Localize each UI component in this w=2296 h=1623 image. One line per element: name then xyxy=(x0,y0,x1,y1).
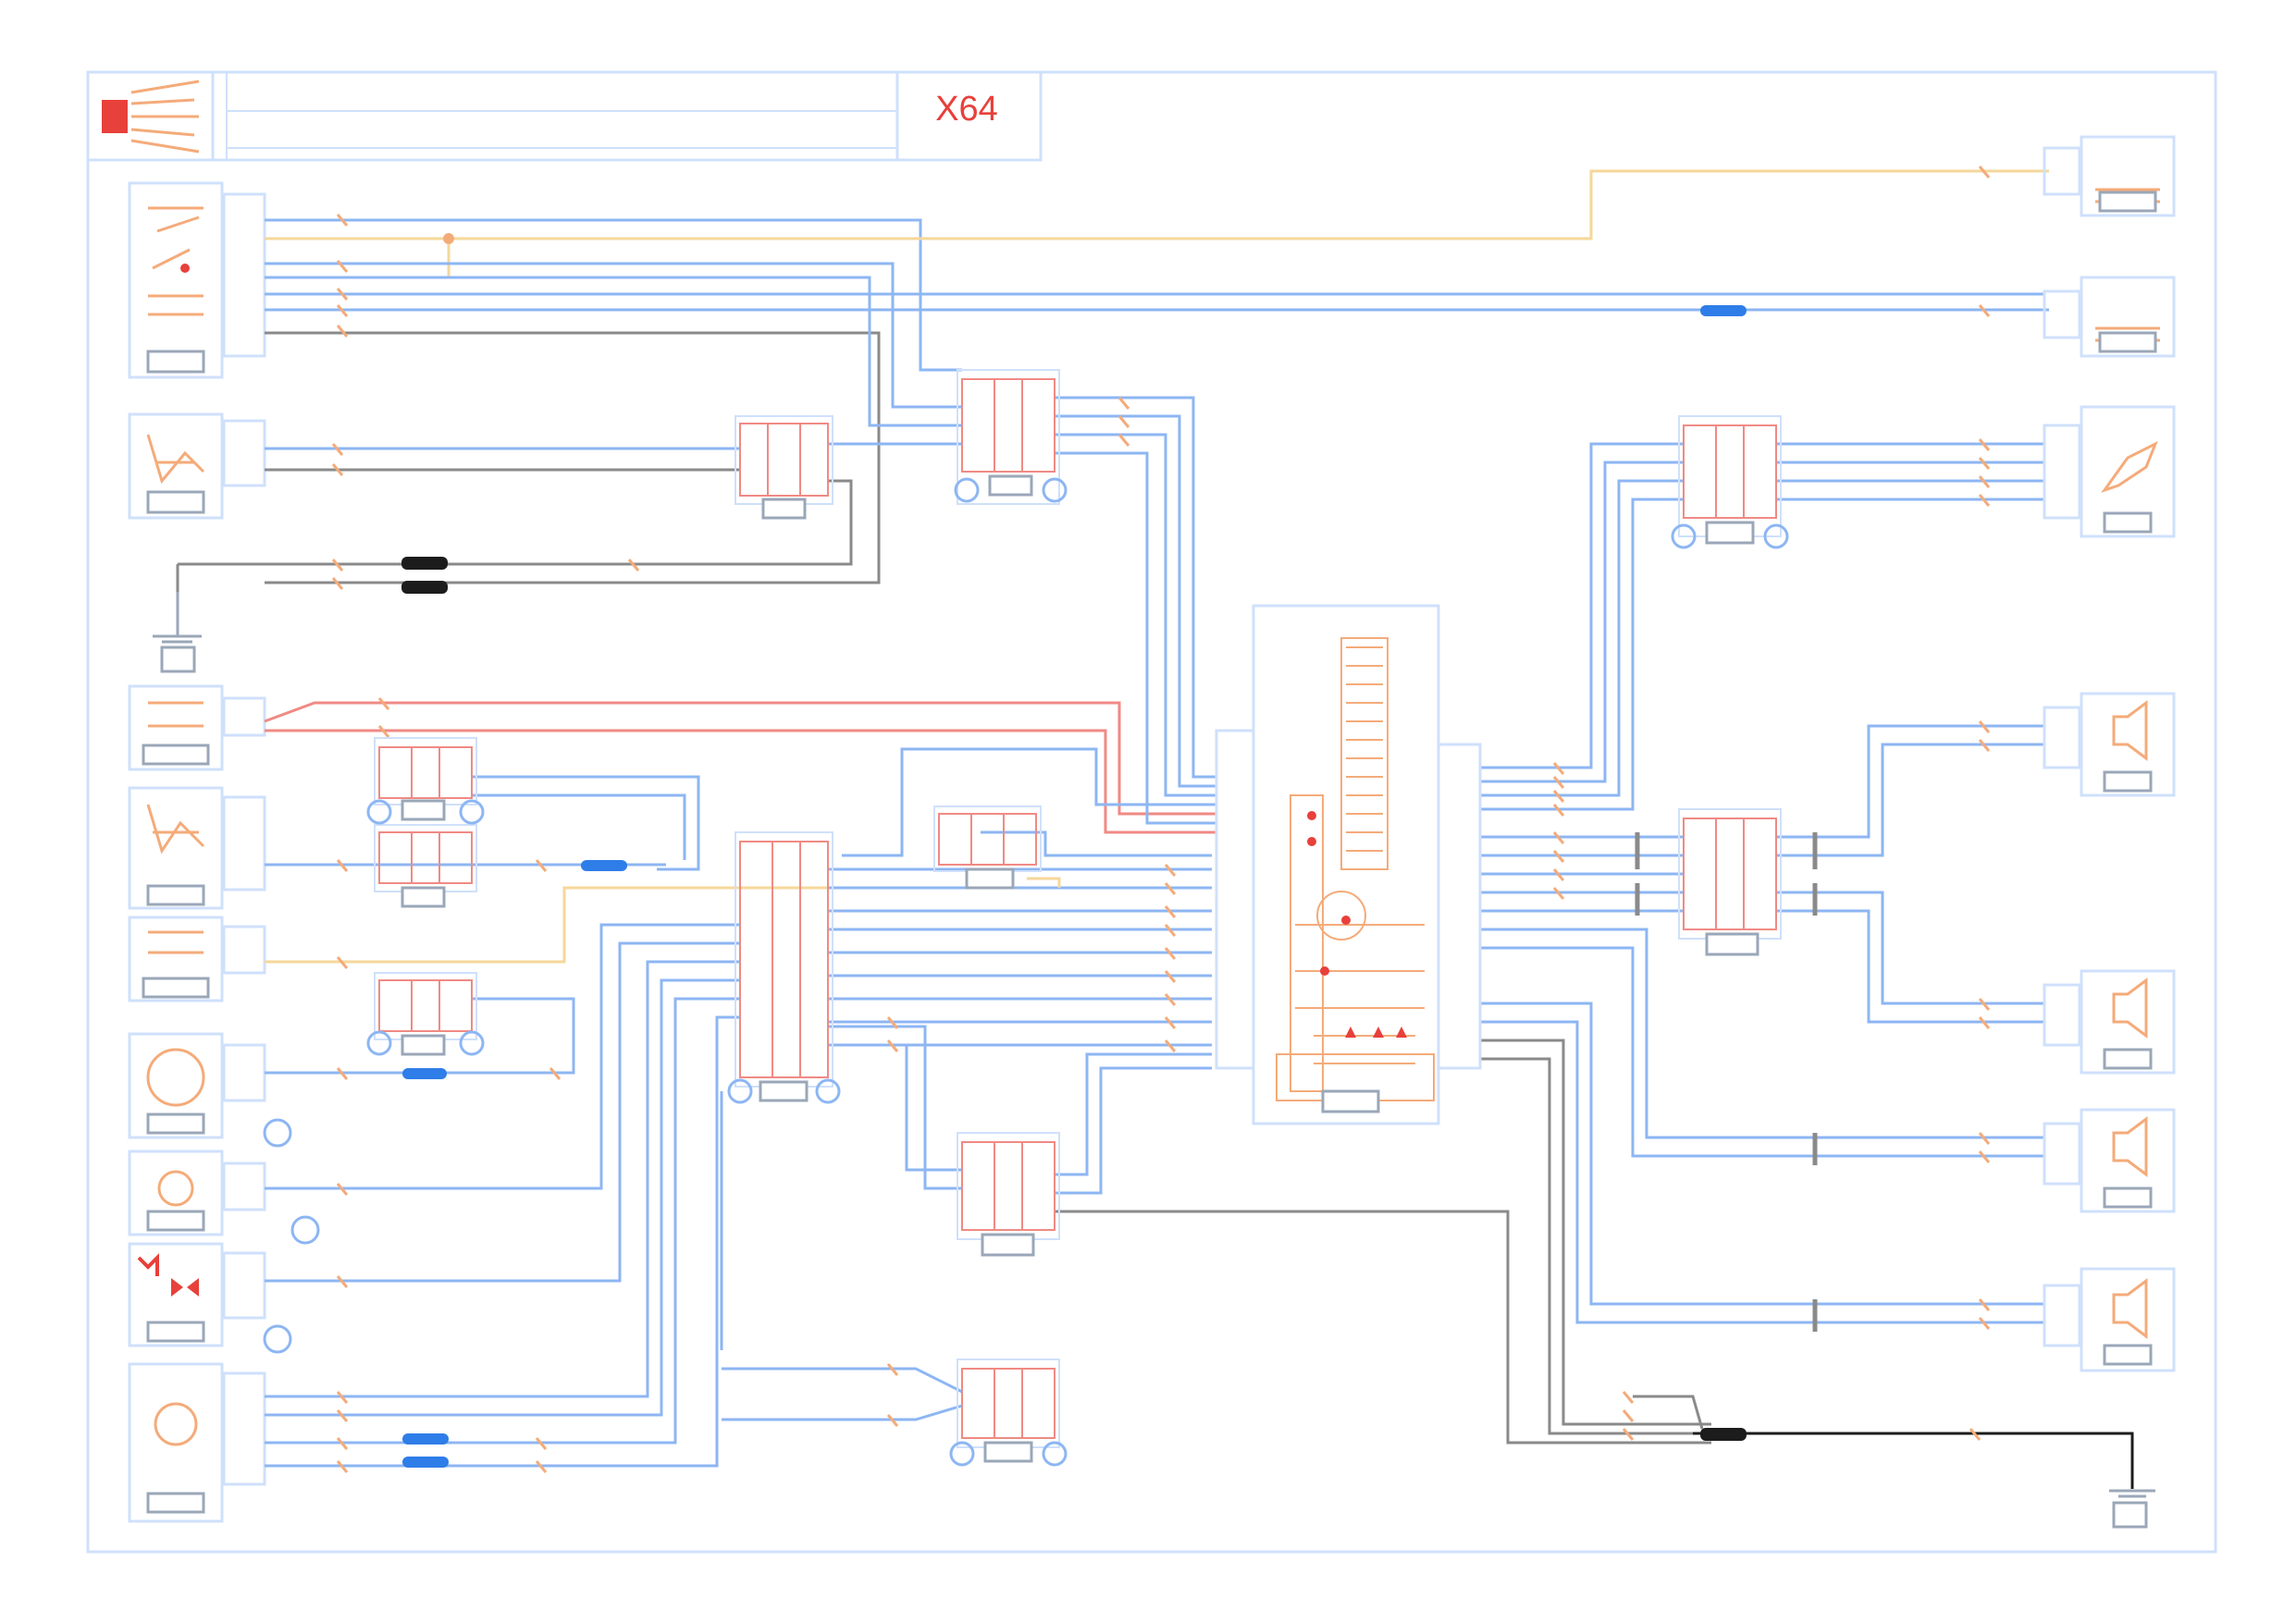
ground-right xyxy=(2109,1489,2155,1498)
component-right-fuse-2 xyxy=(2080,276,2176,358)
wire-junction-dot xyxy=(443,233,454,244)
component-switch-unit xyxy=(128,181,224,379)
relay-bottom xyxy=(961,1368,1055,1439)
component-right-fuse-1 xyxy=(2080,135,2176,217)
diagram-frame xyxy=(86,70,2217,1554)
gauge-b-symbol xyxy=(157,1170,194,1207)
speaker-4-symbol xyxy=(2112,1278,2148,1339)
motor-symbol xyxy=(137,1253,199,1297)
relay-left-3 xyxy=(378,979,473,1032)
right-sensor-symbol xyxy=(2101,440,2158,493)
tag-fuse-b xyxy=(142,977,210,999)
component-fuse-a xyxy=(128,684,224,771)
component-speaker-4 xyxy=(2080,1267,2176,1372)
component-sensor-a xyxy=(128,412,224,520)
component-gauge-b xyxy=(128,1150,224,1236)
tag-speaker xyxy=(146,1492,205,1514)
relay-right-lower xyxy=(1683,818,1777,930)
logo-mark xyxy=(102,100,128,133)
relay-center-small xyxy=(938,813,1037,866)
sensor-b-symbol xyxy=(146,804,205,855)
component-right-sensor xyxy=(2080,405,2176,538)
tag-sensor-b xyxy=(146,884,205,906)
speaker-3-symbol xyxy=(2112,1116,2148,1177)
diagram-code: X64 xyxy=(935,90,998,129)
component-speaker-1 xyxy=(2080,692,2176,797)
component-gauge-a xyxy=(128,1032,224,1139)
tag-motor xyxy=(146,1321,205,1343)
sensor-a-symbol xyxy=(146,434,205,485)
gauge-a-symbol xyxy=(146,1048,205,1107)
tag-gauge-a xyxy=(146,1113,205,1135)
component-speaker xyxy=(128,1362,224,1523)
tag-gauge-b xyxy=(146,1210,205,1232)
relay-left-1 xyxy=(378,746,473,799)
speaker-1-symbol xyxy=(2112,700,2148,761)
component-speaker-2 xyxy=(2080,969,2176,1075)
relay-left-2 xyxy=(378,831,473,884)
connector-main-left xyxy=(739,841,829,1078)
title-block: X64 xyxy=(86,70,1043,162)
switch-symbol xyxy=(148,206,204,316)
speaker-symbol xyxy=(154,1402,198,1446)
component-motor xyxy=(128,1242,224,1347)
tag-sensor-a xyxy=(146,490,205,514)
center-control-module xyxy=(1215,604,1482,1125)
component-sensor-b xyxy=(128,786,224,910)
tag-fuse-a xyxy=(142,744,210,766)
speaker-2-symbol xyxy=(2112,977,2148,1039)
relay-sensor-a xyxy=(739,423,829,497)
relay-right-upper xyxy=(1683,424,1777,519)
relay-upper-middle xyxy=(961,378,1055,473)
component-speaker-3 xyxy=(2080,1108,2176,1213)
logo-icon xyxy=(130,80,200,154)
tag-ground-left xyxy=(160,646,196,673)
tag-switch-unit xyxy=(146,350,205,374)
splice-markers xyxy=(401,305,1747,1468)
component-fuse-b xyxy=(128,916,224,1002)
relay-lower-middle xyxy=(961,1141,1055,1231)
